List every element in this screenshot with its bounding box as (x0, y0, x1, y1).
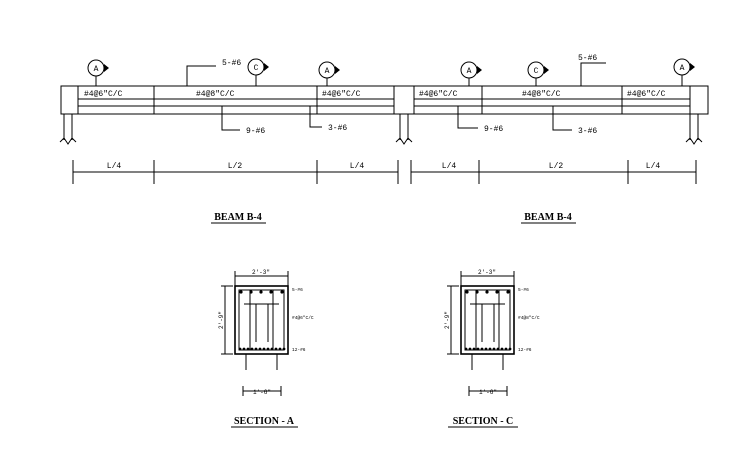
column-support (59, 114, 77, 145)
beam-outline (393, 85, 709, 115)
inner-stirrup (249, 289, 274, 351)
marker-label: A (94, 65, 99, 74)
section-marker-c[interactable]: C (527, 61, 549, 86)
section-title: SECTION - C (453, 416, 514, 427)
marker-label: C (254, 64, 259, 73)
bottom-bars-label: 12-#6 (292, 347, 306, 353)
column-dimension: 1'-6" (479, 389, 497, 396)
stirrup-label: #4@6"C/C (84, 90, 123, 99)
section-outline (460, 285, 515, 355)
stirrup-outline (238, 289, 285, 351)
column-support (685, 114, 703, 145)
top-bars-label: 5-#6 (578, 54, 597, 63)
dimension-label: L/4 (442, 162, 457, 171)
dimension-label: L/2 (549, 162, 564, 171)
top-bars-leader (186, 65, 216, 86)
bottom-bars-leader (457, 106, 478, 129)
column-below (471, 354, 504, 370)
depth-dimension: 2'-9" (444, 311, 451, 329)
extra-bars-label: 3-#6 (328, 124, 347, 133)
section-marker-a[interactable]: A (87, 59, 109, 86)
top-bars-label: 5-#6 (518, 287, 529, 293)
stirrup-label: #4@6"C/C (322, 90, 361, 99)
section-marker-c[interactable]: C (247, 58, 269, 86)
width-dimension: 2'-3" (252, 269, 270, 276)
section-marker-a[interactable]: A (460, 61, 482, 86)
column-dimension: 1'-6" (253, 389, 271, 396)
bottom-bars (464, 347, 512, 351)
stirrup-label: #4@8"C/C (196, 90, 235, 99)
dimension-label: L/4 (107, 162, 122, 171)
top-bars-label: 5-#6 (222, 59, 241, 68)
section-marker-a[interactable]: A (318, 61, 340, 86)
extra-bars-leader (552, 106, 572, 131)
top-bars (239, 290, 284, 294)
bottom-bars-label: 9-#6 (246, 127, 265, 136)
extra-bars-label: 3-#6 (578, 127, 597, 136)
section-title: SECTION - A (234, 416, 295, 427)
dimension-label: L/2 (228, 162, 243, 171)
top-bars-label: 5-#6 (292, 287, 303, 293)
beam-elevation-1: #4@6"C/C #4@8"C/C #4@6"C/C 5-#6 9-#6 3-#… (59, 58, 413, 224)
beam-elevation-2: #4@6"C/C #4@8"C/C #4@6"C/C 5-#6 9-#6 3-#… (393, 54, 709, 224)
stirrup-label: #4@6"C/C (627, 90, 666, 99)
inner-stirrup (475, 289, 500, 351)
section-outline (234, 285, 289, 355)
beam-title: BEAM B-4 (524, 212, 572, 223)
width-dimension: 2'-3" (478, 269, 496, 276)
column-support (395, 114, 413, 145)
top-bars (465, 290, 510, 294)
section-marker-a[interactable]: A (673, 58, 695, 86)
section-a: 2'-3" 2'-9" 5-#6 #4@6"C/C 12-#6 1'-6" SE… (218, 269, 314, 428)
bottom-bars (238, 347, 286, 351)
bottom-bars-leader (221, 106, 240, 131)
marker-label: A (680, 64, 685, 73)
marker-label: A (467, 67, 472, 76)
top-bars-leader (580, 62, 606, 86)
stirrup-label: #4@8"C/C (522, 90, 561, 99)
depth-dimension: 2'-9" (218, 311, 225, 329)
dimension-label: L/4 (350, 162, 365, 171)
bottom-bars-label: 12-#6 (518, 347, 532, 353)
column-below (245, 354, 278, 370)
beam-title: BEAM B-4 (214, 212, 262, 223)
stirrup-label: #4@6"C/C (292, 315, 314, 321)
stirrup-label: #4@8"C/C (518, 315, 540, 321)
marker-label: A (325, 67, 330, 76)
stirrup-outline (464, 289, 511, 351)
section-c: 2'-3" 2'-9" 5-#6 #4@8"C/C 12-#6 1'-6" SE… (444, 269, 540, 428)
dimension-label: L/4 (646, 162, 661, 171)
bottom-bars-label: 9-#6 (484, 125, 503, 134)
extra-bars-leader (309, 106, 322, 128)
marker-label: C (534, 67, 539, 76)
stirrup-label: #4@6"C/C (419, 90, 458, 99)
